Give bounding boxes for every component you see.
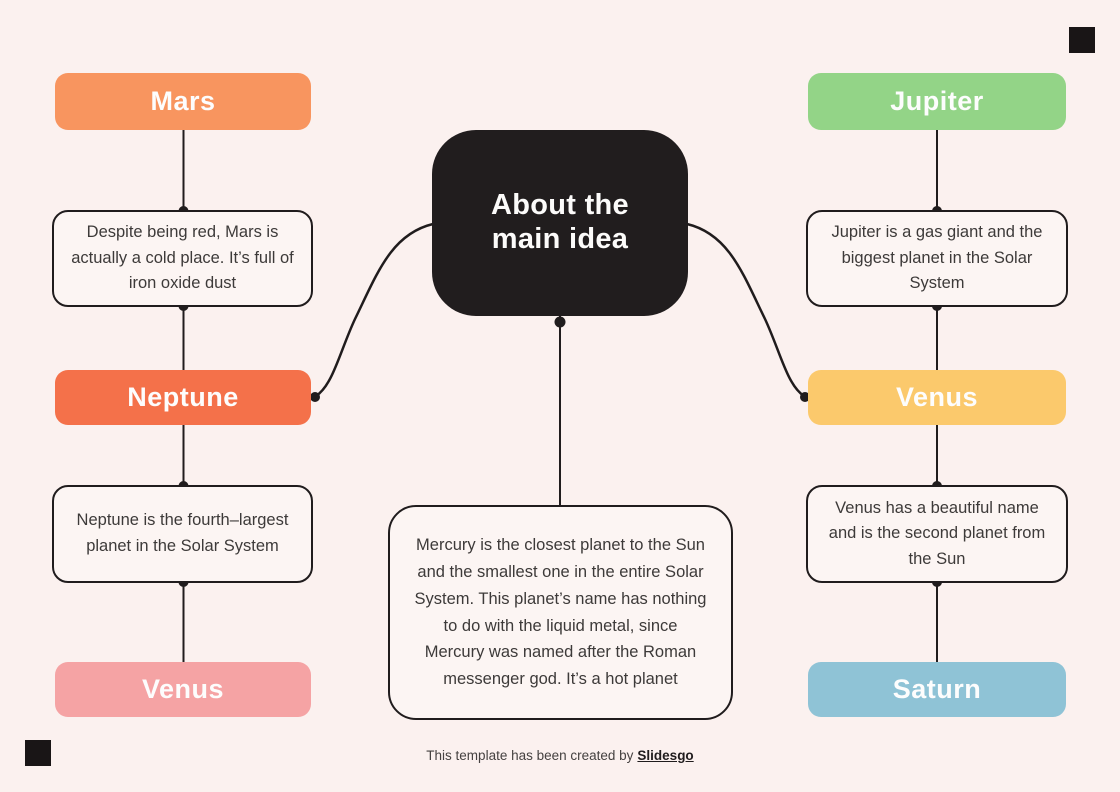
slidesgo-link[interactable]: Slidesgo [637, 748, 694, 763]
main-idea-box[interactable]: About the main idea [432, 130, 688, 316]
node-neptune[interactable]: Neptune [55, 370, 311, 425]
corner-square-top-right [1069, 27, 1095, 53]
footer-credit-text: This template has been created by [426, 748, 634, 763]
main-idea-title: About the main idea [490, 189, 629, 255]
note-venus-text: Venus has a beautiful name and is the se… [828, 498, 1046, 568]
node-mars[interactable]: Mars [55, 73, 311, 130]
note-mars[interactable]: Despite being red, Mars is actually a co… [52, 210, 313, 307]
note-mars-text: Despite being red, Mars is actually a co… [71, 223, 294, 293]
note-mercury[interactable]: Mercury is the closest planet to the Sun… [388, 505, 733, 720]
corner-square-bottom-left [25, 740, 51, 766]
node-saturn[interactable]: Saturn [808, 662, 1066, 717]
note-neptune-text: Neptune is the fourth–largest planet in … [76, 511, 289, 555]
note-neptune[interactable]: Neptune is the fourth–largest planet in … [52, 485, 313, 583]
note-venus[interactable]: Venus has a beautiful name and is the se… [806, 485, 1068, 583]
node-venus-left[interactable]: Venus [55, 662, 311, 717]
node-jupiter[interactable]: Jupiter [808, 73, 1066, 130]
note-mercury-text: Mercury is the closest planet to the Sun… [414, 536, 707, 688]
note-jupiter-text: Jupiter is a gas giant and the biggest p… [831, 223, 1043, 293]
node-venus-right[interactable]: Venus [808, 370, 1066, 425]
note-jupiter[interactable]: Jupiter is a gas giant and the biggest p… [806, 210, 1068, 307]
